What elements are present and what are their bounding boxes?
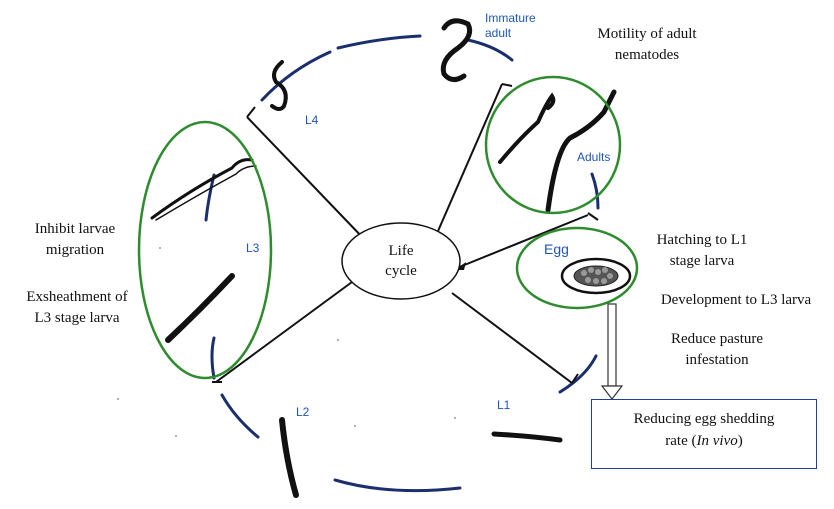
stage-l1-label: L1 bbox=[497, 398, 511, 412]
effect-motility: Motility of adult nematodes bbox=[572, 24, 722, 66]
effect-inhibit-line1: Inhibit larvae bbox=[34, 221, 116, 237]
effect-motility-line2: nematodes bbox=[614, 47, 680, 63]
arc-bottom-left bbox=[220, 393, 260, 439]
arc-bottom bbox=[333, 478, 462, 493]
nematode-drawings bbox=[150, 18, 617, 498]
effect-exsheath-line2: L3 stage larva bbox=[34, 310, 120, 326]
spoke-l4 bbox=[246, 116, 366, 241]
egg-drawing bbox=[560, 257, 632, 295]
worm-l2 bbox=[279, 417, 299, 498]
spokes bbox=[212, 83, 599, 384]
spoke-l1 bbox=[451, 292, 573, 384]
outline-arrow bbox=[600, 303, 624, 400]
egg-cells bbox=[581, 267, 613, 284]
highlight-egg bbox=[515, 226, 639, 310]
life-cycle-label: Life cycle bbox=[371, 241, 431, 281]
result-box-line1: Reducing egg shedding bbox=[633, 411, 775, 427]
worm-l3-sheath bbox=[155, 165, 257, 221]
life-cycle-node bbox=[341, 222, 461, 300]
tick-immature bbox=[501, 83, 513, 87]
spoke-l3 bbox=[215, 281, 353, 383]
stage-immature-line2: adult bbox=[485, 26, 512, 40]
effect-hatching: Hatching to L1 stage larva bbox=[637, 230, 767, 272]
effect-pasture: Reduce pasture infestation bbox=[647, 329, 787, 371]
worm-l4 bbox=[270, 60, 288, 111]
tick-l4 bbox=[246, 106, 256, 118]
stage-adults-label: Adults bbox=[577, 150, 611, 164]
stage-l4-label: L4 bbox=[305, 113, 319, 127]
stray-dots bbox=[117, 247, 456, 437]
spoke-egg bbox=[456, 214, 589, 269]
stage-immature-line1: Immature bbox=[485, 11, 536, 25]
highlight-adults bbox=[484, 75, 622, 215]
result-box-line2-italic: In vivo bbox=[696, 433, 738, 449]
arc-top-left bbox=[260, 50, 332, 102]
effect-inhibit-migration: Inhibit larvae migration bbox=[10, 219, 140, 261]
result-box-line2-suffix: ) bbox=[737, 433, 743, 449]
stage-immature-label: Immature adult bbox=[485, 11, 536, 41]
effect-inhibit-line2: migration bbox=[45, 242, 105, 258]
effect-exsheath-line1: Exsheathment of bbox=[26, 289, 128, 305]
effect-pasture-line1: Reduce pasture bbox=[670, 331, 764, 347]
life-cycle-line2: cycle bbox=[385, 263, 417, 279]
arc-right bbox=[590, 172, 600, 210]
effect-pasture-line2: infestation bbox=[685, 352, 749, 368]
effect-hatching-line2: stage larva bbox=[669, 253, 735, 269]
worm-immature bbox=[440, 18, 473, 82]
worm-adult-1 bbox=[498, 92, 556, 164]
result-box-text: Reducing egg shedding rate (In vivo) bbox=[592, 408, 816, 452]
spoke-immature bbox=[434, 83, 503, 239]
stage-l3-label: L3 bbox=[246, 241, 260, 255]
worm-adult-2 bbox=[545, 89, 617, 213]
spoke-egg-tick bbox=[587, 212, 599, 221]
effect-motility-line1: Motility of adult bbox=[597, 26, 697, 42]
highlight-l3 bbox=[137, 120, 273, 380]
arc-top-right bbox=[466, 38, 514, 62]
arc-top bbox=[336, 34, 422, 50]
result-box: Reducing egg shedding rate (In vivo) bbox=[591, 399, 817, 469]
arc-bottom-right bbox=[558, 354, 598, 394]
arc-left-lower bbox=[210, 336, 216, 380]
worm-l3-sheathed bbox=[150, 158, 254, 220]
effect-development: Development to L3 larva bbox=[660, 292, 812, 308]
life-cycle-line1: Life bbox=[388, 243, 414, 259]
effect-hatching-line1: Hatching to L1 bbox=[656, 232, 748, 248]
worm-l3-free bbox=[165, 273, 235, 343]
stage-egg-label: Egg bbox=[544, 241, 569, 257]
worm-l1 bbox=[491, 431, 563, 443]
cycle-arcs bbox=[204, 34, 600, 493]
result-box-line2-prefix: rate ( bbox=[665, 433, 697, 449]
effect-exsheathment: Exsheathment of L3 stage larva bbox=[2, 287, 152, 329]
stage-l2-label: L2 bbox=[296, 405, 310, 419]
tick-l1 bbox=[571, 373, 579, 384]
highlight-ellipses bbox=[137, 75, 639, 380]
